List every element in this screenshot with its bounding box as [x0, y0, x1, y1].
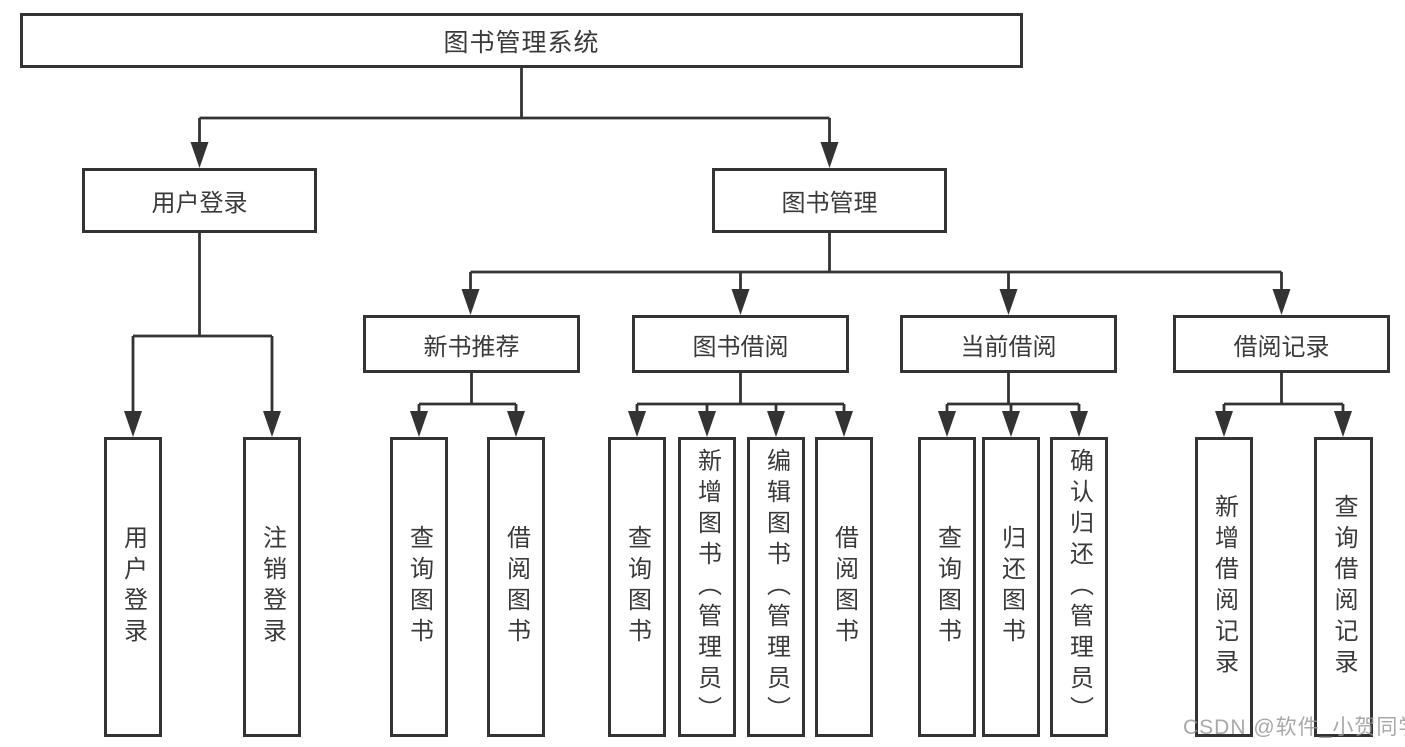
node-bb-borrow-books: 借阅图书 [815, 437, 873, 737]
node-bb-edit-books-admin: 编辑图书（管理员） [747, 437, 805, 737]
node-user-login: 用户登录 [104, 437, 162, 737]
node-logout: 注销登录 [243, 437, 301, 737]
node-current-borrowing: 当前借阅 [900, 315, 1117, 373]
node-bb-add-books-admin: 新增图书（管理员） [678, 437, 736, 737]
node-nb-borrow-books: 借阅图书 [487, 437, 545, 737]
node-br-query-record: 查询借阅记录 [1314, 437, 1373, 737]
node-bb-query-books: 查询图书 [608, 437, 666, 737]
node-book-borrowing: 图书借阅 [632, 315, 849, 373]
node-borrowing-records: 借阅记录 [1173, 315, 1390, 373]
node-user-login-group: 用户登录 [82, 168, 317, 233]
node-book-management: 图书管理 [712, 168, 947, 233]
node-br-add-record: 新增借阅记录 [1195, 437, 1253, 737]
node-cb-return-books: 归还图书 [982, 437, 1040, 737]
node-cb-query-books: 查询图书 [918, 437, 976, 737]
csdn-watermark: CSDN @软件_小贺同学 [1183, 716, 1405, 739]
node-nb-query-books: 查询图书 [390, 437, 448, 737]
node-new-book-recommend: 新书推荐 [363, 315, 580, 373]
node-cb-confirm-return-admin: 确认归还（管理员） [1050, 437, 1108, 737]
node-root-system: 图书管理系统 [20, 13, 1023, 68]
